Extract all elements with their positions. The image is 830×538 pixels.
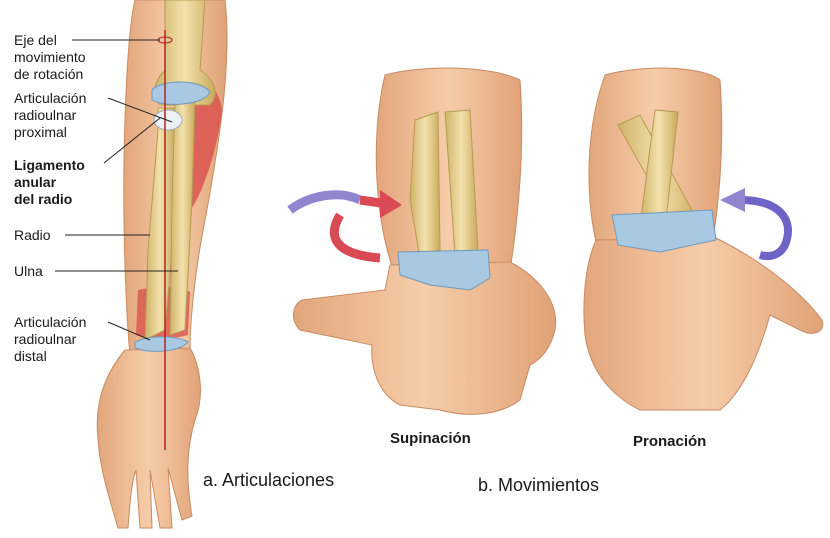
label-ligamento: Ligamento anular del radio [14, 157, 85, 208]
label-eje: Eje del movimiento de rotación [14, 32, 86, 83]
hand-skin [97, 348, 200, 528]
pronation-panel [584, 68, 823, 410]
supination-arrow-purple [290, 195, 360, 210]
pronation-arrowhead [720, 188, 745, 212]
label-radio: Radio [14, 227, 51, 244]
caption-supinacion: Supinación [390, 430, 471, 447]
label-art-dist: Articulación radioulnar distal [14, 314, 86, 365]
supination-panel [290, 68, 556, 414]
label-art-prox: Articulación radioulnar proximal [14, 90, 86, 141]
pronation-hand [584, 238, 823, 410]
caption-a: a. Articulaciones [203, 470, 334, 491]
caption-b: b. Movimientos [478, 475, 599, 496]
caption-pronacion: Pronación [633, 433, 706, 450]
pronation-arrow [740, 200, 788, 256]
label-ulna: Ulna [14, 263, 43, 280]
supination-hand [293, 262, 555, 414]
